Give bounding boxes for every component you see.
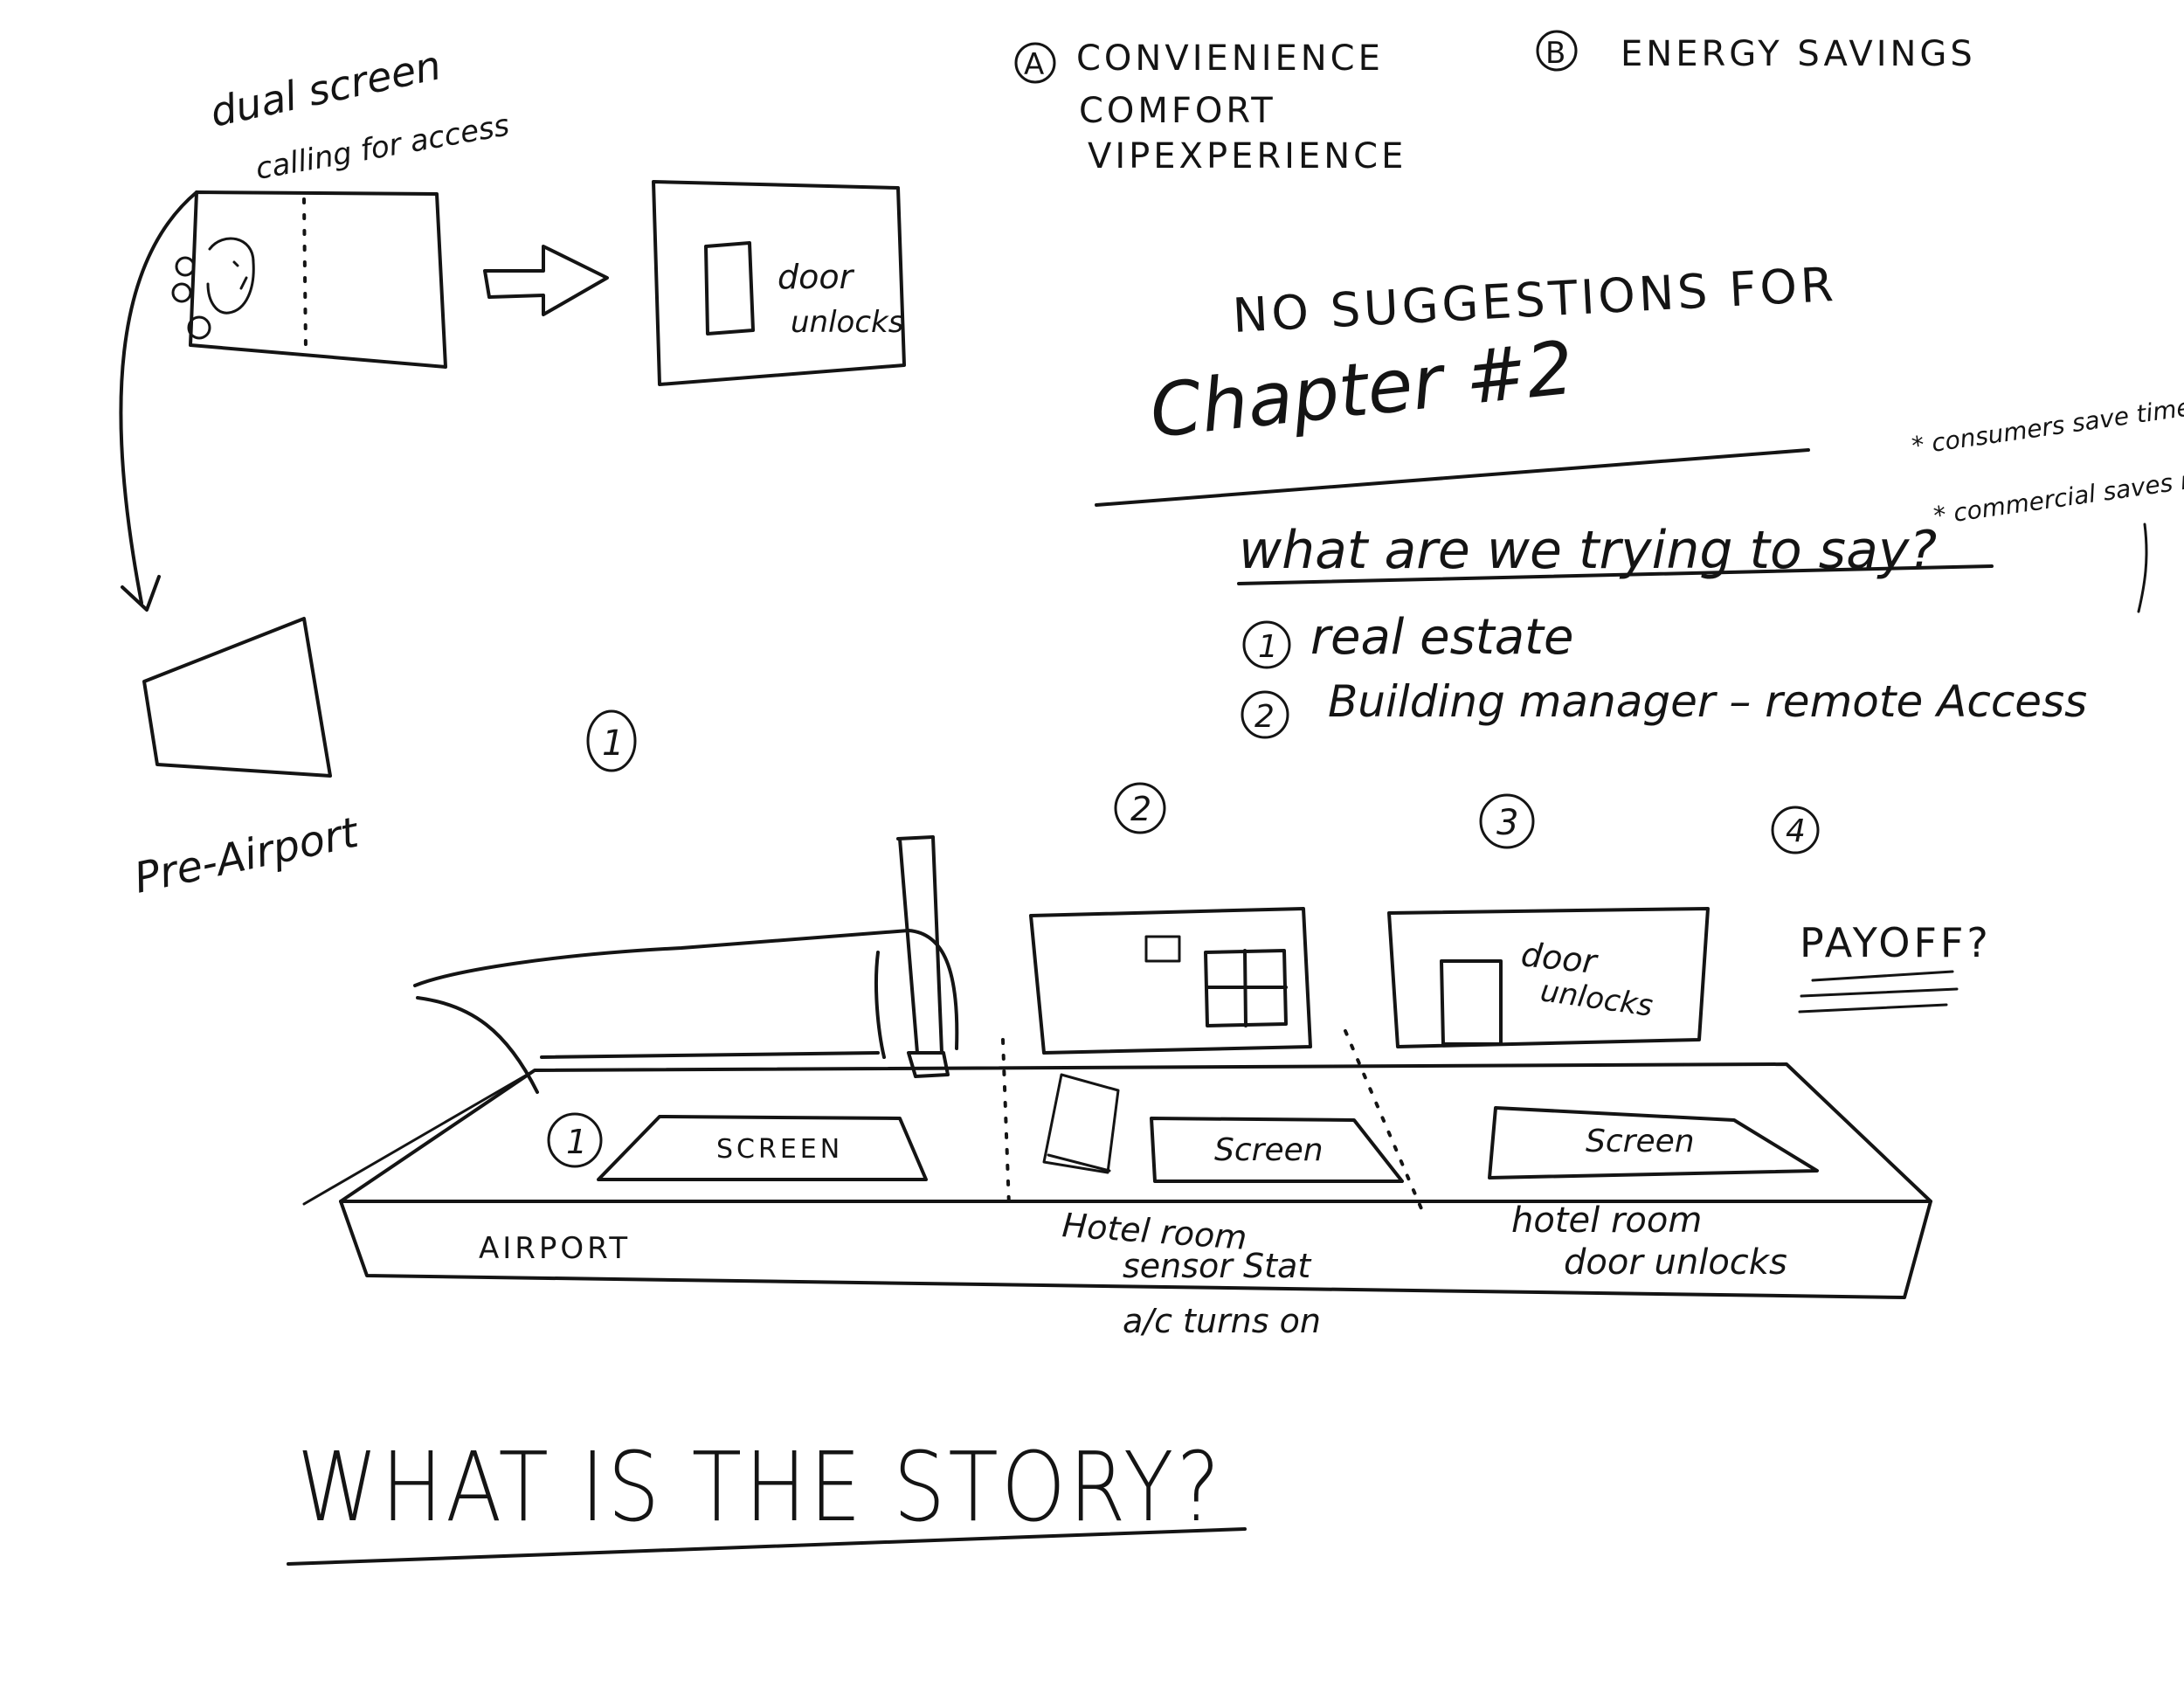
backdrop-door-caption-2: unlocks bbox=[1538, 973, 1655, 1024]
dual-screen-divider bbox=[302, 197, 308, 351]
scene-label-hotel-door-2: door unlocks bbox=[1564, 1242, 1787, 1283]
step-3-circle bbox=[1479, 793, 1535, 849]
option-a-marker: A bbox=[1024, 47, 1047, 82]
story-title: WHAT IS THE STORY? bbox=[297, 1431, 1223, 1543]
screen-2-label: Screen bbox=[1214, 1132, 1324, 1168]
list-item-2-number: 2 bbox=[1254, 699, 1275, 735]
payoff-underline-2 bbox=[1800, 987, 1959, 998]
divider-dotted-2 bbox=[1344, 1029, 1427, 1221]
tower bbox=[896, 835, 950, 1078]
hotel-door-backdrop bbox=[1387, 907, 1710, 1048]
backdrop-door-icon bbox=[1440, 959, 1503, 1046]
platform-left-edge bbox=[302, 1069, 536, 1206]
question-text: what are we trying to say? bbox=[1239, 520, 1937, 581]
jet-bridge bbox=[413, 929, 959, 1094]
door-caption-line-2: unlocks bbox=[791, 305, 903, 340]
curved-arrow bbox=[119, 190, 198, 605]
notes: NO SUGGESTIONS FOR Chapter #2 what are w… bbox=[1095, 257, 2184, 739]
step-4-number: 4 bbox=[1786, 813, 1806, 849]
payoff-text: PAYOFF? bbox=[1800, 919, 1992, 966]
window-icon bbox=[1204, 949, 1288, 1027]
door-caption-line-1: door bbox=[778, 258, 855, 296]
option-a-line-2: COMFORT bbox=[1079, 91, 1276, 131]
door-icon bbox=[704, 241, 755, 336]
screen-2-shape bbox=[1150, 1117, 1404, 1183]
screen-3-shape bbox=[1488, 1106, 1819, 1180]
marker-1-circle bbox=[586, 709, 637, 772]
scene-label-hotel-sensor-3: a/c turns on bbox=[1123, 1302, 1321, 1340]
list-item-1-circle bbox=[1242, 620, 1291, 669]
question-underline bbox=[1237, 564, 1994, 585]
sensor-icon bbox=[1144, 935, 1181, 963]
screen-1-shape bbox=[597, 1115, 928, 1181]
face-icon bbox=[171, 237, 255, 340]
option-b-line-1: ENERGY SAVINGS bbox=[1621, 34, 1976, 74]
side-note-1: * consumers save time bbox=[1910, 392, 2184, 460]
option-a-circle bbox=[1014, 42, 1056, 84]
option-a-line-3: VIPEXPERIENCE bbox=[1088, 136, 1406, 176]
options: A CONVIENIENCE COMFORT VIPEXPERIENCE B E… bbox=[1014, 30, 1976, 176]
platform-front bbox=[339, 1200, 1932, 1299]
side-note-bracket bbox=[2137, 522, 2148, 613]
screen-caption-line-1: dual screen bbox=[206, 41, 445, 136]
pillow-icon bbox=[1042, 1073, 1120, 1174]
scene-label-airport: AIRPORT bbox=[479, 1231, 631, 1266]
side-note-2: * commercial saves money bbox=[1932, 455, 2184, 530]
screen-marker-circle bbox=[547, 1112, 603, 1168]
door-screen-frame bbox=[652, 180, 906, 386]
list-item-1-text: real estate bbox=[1310, 609, 1573, 666]
payoff-underline-3 bbox=[1798, 1003, 1948, 1013]
divider-dotted-1 bbox=[1001, 1038, 1011, 1207]
arrow-down-icon bbox=[121, 575, 161, 612]
dual-screen-frame bbox=[189, 190, 447, 369]
divider-line bbox=[1095, 448, 1810, 507]
step-3-number: 3 bbox=[1496, 803, 1518, 843]
story-stage: 2 3 4 PAYOFF? door unlocks SCREEN 1 bbox=[302, 782, 1992, 1340]
list-item-2-text: Building manager – remote Access bbox=[1328, 676, 2087, 727]
chapter-text: Chapter #2 bbox=[1146, 325, 1578, 454]
hotel-room-backdrop bbox=[1029, 907, 1312, 1055]
pre-airport-label: Pre-Airport bbox=[130, 807, 364, 903]
step-4-circle bbox=[1771, 806, 1820, 854]
backdrop-door-caption-1: door bbox=[1519, 935, 1600, 981]
top-sketch: dual screen calling for access door unlo… bbox=[119, 41, 906, 903]
scene-label-hotel-door-1: hotel room bbox=[1511, 1200, 1702, 1241]
step-2-number: 2 bbox=[1130, 790, 1151, 828]
option-b-marker: B bbox=[1545, 36, 1569, 71]
story-title-underline bbox=[287, 1527, 1247, 1566]
option-b-circle bbox=[1536, 30, 1578, 72]
list-item-2-circle bbox=[1241, 690, 1289, 739]
pre-airport-shape bbox=[142, 617, 332, 778]
arrow-right-icon bbox=[483, 245, 609, 316]
screen-marker-number: 1 bbox=[566, 1123, 587, 1161]
screen-1-label: SCREEN bbox=[716, 1134, 843, 1165]
option-a-line-1: CONVIENIENCE bbox=[1076, 38, 1384, 79]
payoff-underline-1 bbox=[1811, 970, 1954, 982]
screen-3-label: Screen bbox=[1586, 1124, 1695, 1159]
step-2-circle bbox=[1114, 782, 1166, 834]
scene-label-hotel-sensor-2: sensor Stat bbox=[1123, 1247, 1312, 1285]
marker-1-number: 1 bbox=[602, 723, 624, 764]
list-item-1-number: 1 bbox=[1258, 629, 1278, 665]
